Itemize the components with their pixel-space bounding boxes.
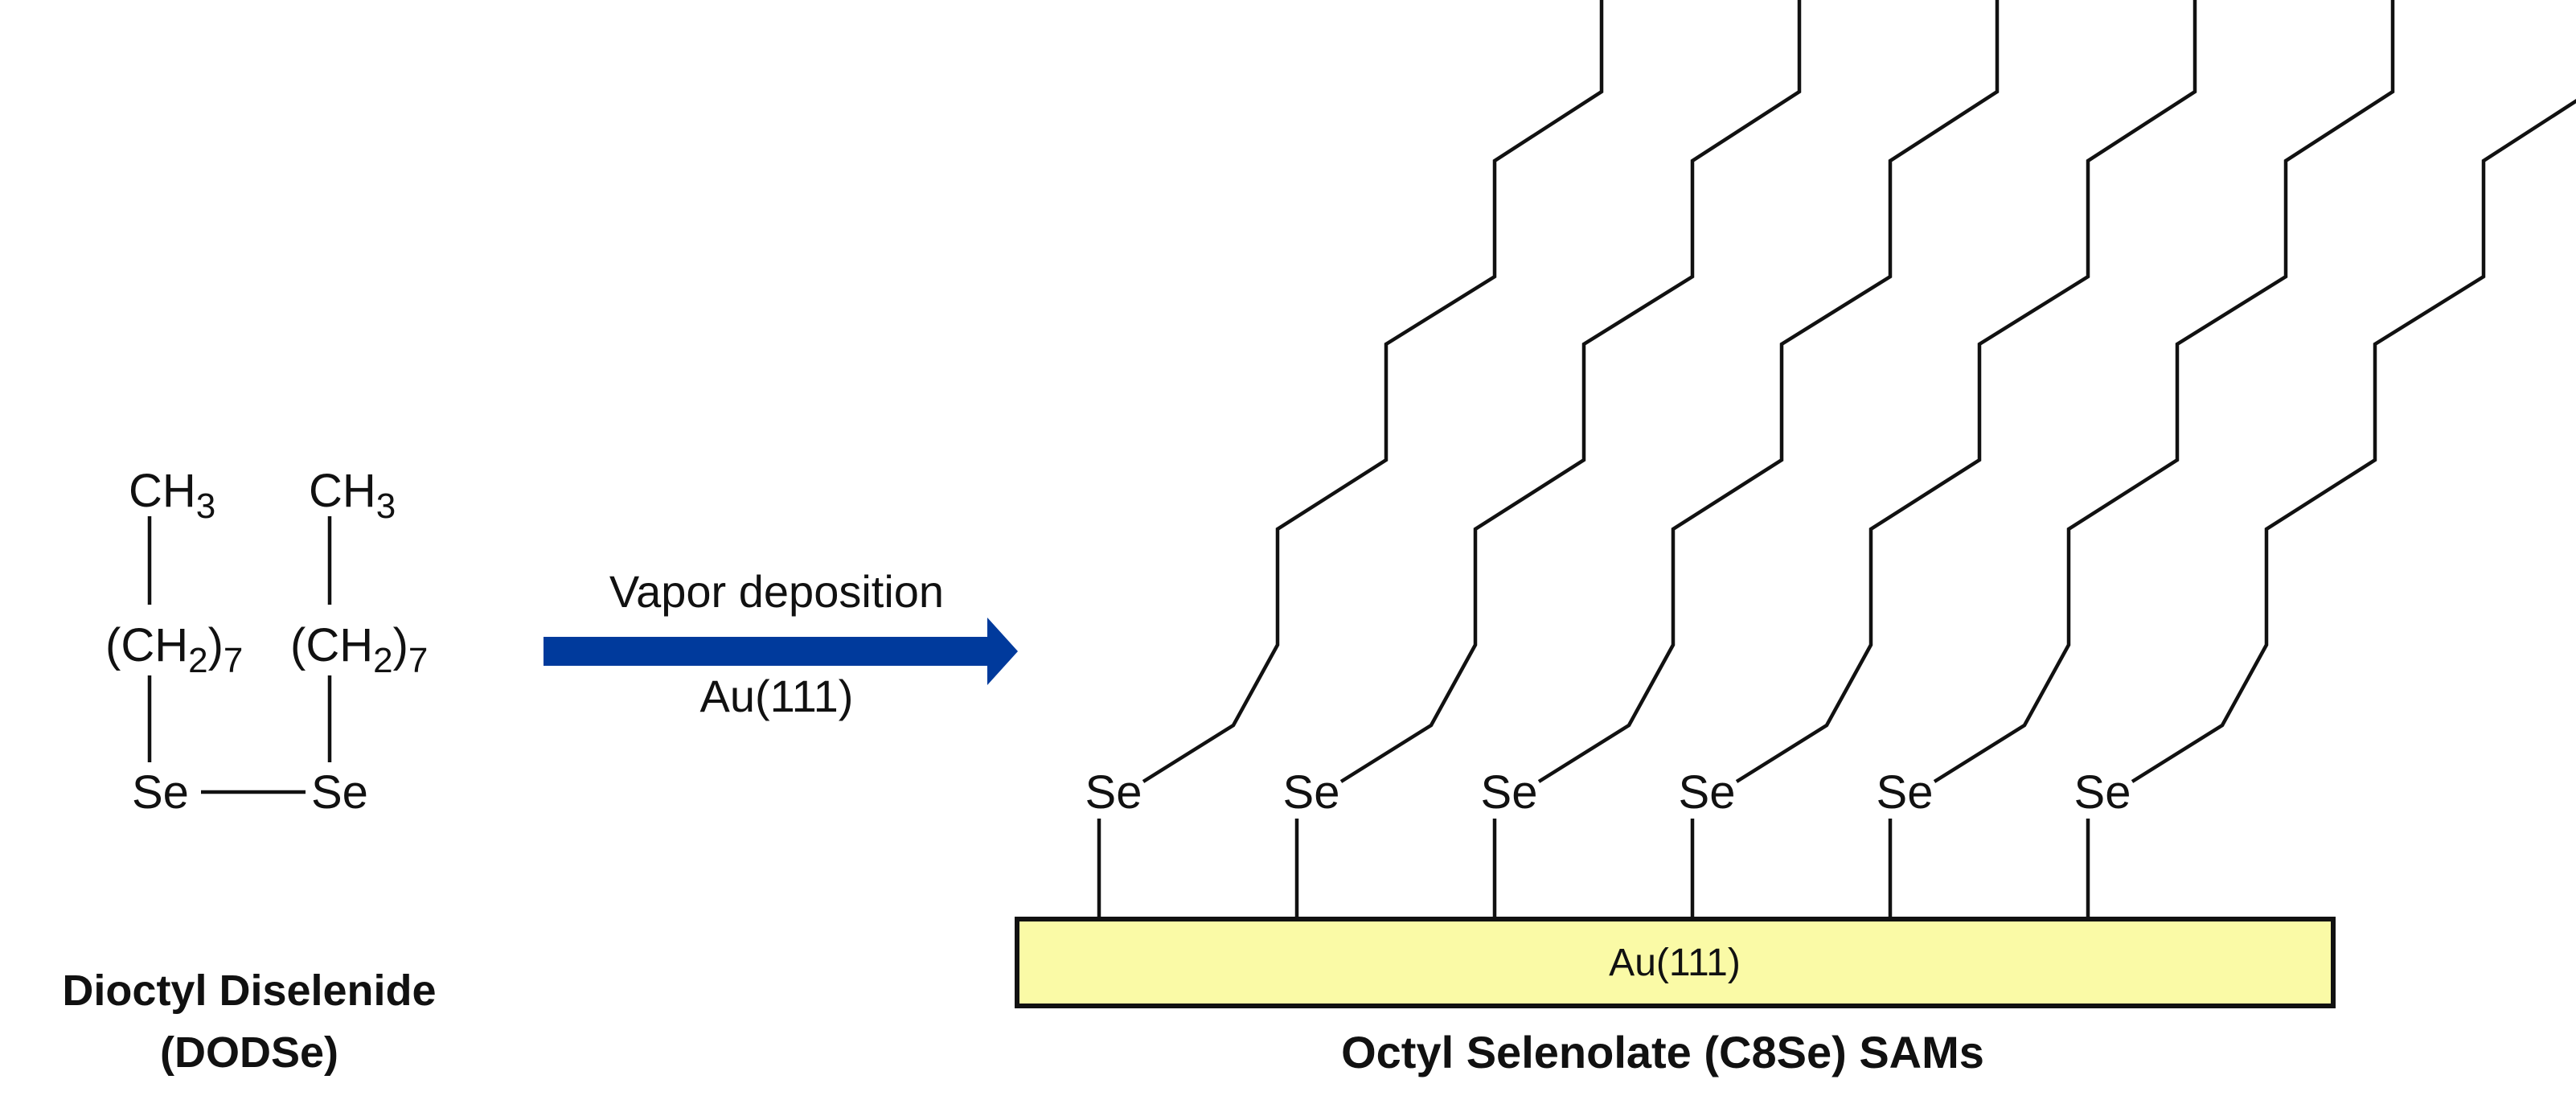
se-label: Se	[1085, 766, 1142, 819]
octyl-chain	[1537, 0, 2000, 783]
reaction-substrate: Au(111)	[700, 671, 854, 721]
sam-molecule: Se	[1679, 0, 2197, 919]
octyl-chain	[1933, 0, 2395, 783]
ch3-right: CH3	[309, 465, 396, 526]
se-left: Se	[132, 766, 189, 819]
reaction-arrow	[544, 618, 1018, 685]
reaction-condition: Vapor deposition	[609, 566, 944, 617]
octyl-chain	[2131, 98, 2576, 783]
se-label: Se	[2074, 766, 2131, 819]
ch3-left: CH3	[129, 465, 215, 526]
au-substrate-label: Au(111)	[1609, 942, 1741, 984]
precursor-abbrev: (DODSe)	[160, 1028, 338, 1077]
se-label: Se	[1481, 766, 1538, 819]
octyl-chain	[1339, 0, 1802, 783]
se-right: Se	[311, 766, 368, 819]
sam-molecule: Se	[1481, 0, 2000, 919]
se-label: Se	[1877, 766, 1934, 819]
se-label: Se	[1679, 766, 1736, 819]
dodse-structure: CH3 (CH2)7 Se CH3 (CH2)7 Se Dioctyl Dise…	[62, 465, 436, 1077]
ch2-chain-right: (CH2)7	[290, 619, 428, 680]
sam-molecule: Se	[1283, 0, 1802, 919]
reaction-arrow-group: Vapor deposition Au(111)	[544, 566, 1018, 721]
sam-molecule: Se	[2074, 98, 2576, 919]
sam-caption: Octyl Selenolate (C8Se) SAMs	[1341, 1027, 1984, 1077]
sam-molecule: Se	[1877, 0, 2395, 919]
ch2-chain-left: (CH2)7	[105, 619, 243, 680]
au-substrate	[1015, 917, 2336, 1008]
precursor-name: Dioctyl Diselenide	[62, 967, 436, 1015]
sam-molecule: Se	[1085, 0, 1604, 919]
octyl-chain	[1735, 0, 2197, 783]
se-label: Se	[1283, 766, 1340, 819]
sam-chains: Se Se Se Se Se Se	[1085, 0, 2576, 919]
octyl-chain	[1142, 0, 1604, 783]
